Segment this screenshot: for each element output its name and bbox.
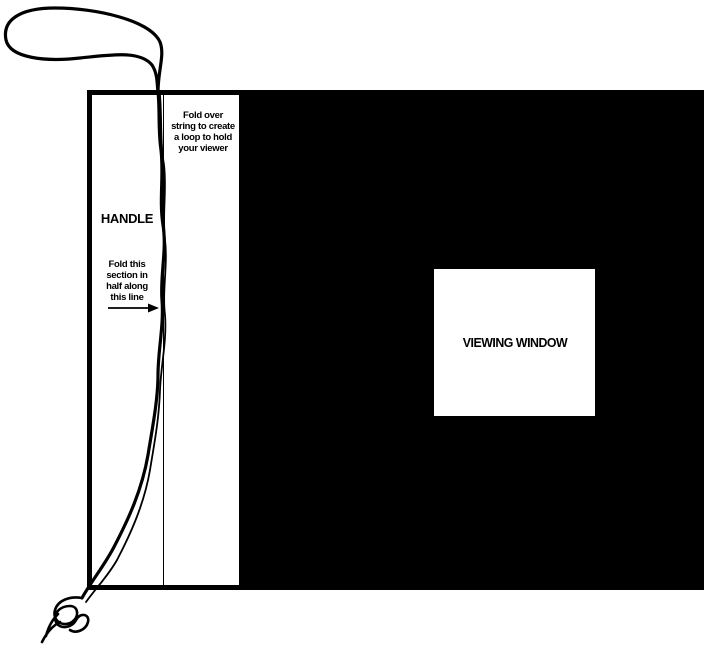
handle-strip [87,90,244,590]
viewing-window: VIEWING WINDOW [434,269,595,416]
fold-line [163,92,164,586]
handle-title: HANDLE [100,211,154,226]
viewing-window-label: VIEWING WINDOW [462,335,567,350]
loop-instruction: Fold over string to create a loop to hol… [171,110,235,154]
fold-instruction: Fold this section in half along this lin… [106,259,148,303]
right-arrow-icon [108,303,159,313]
